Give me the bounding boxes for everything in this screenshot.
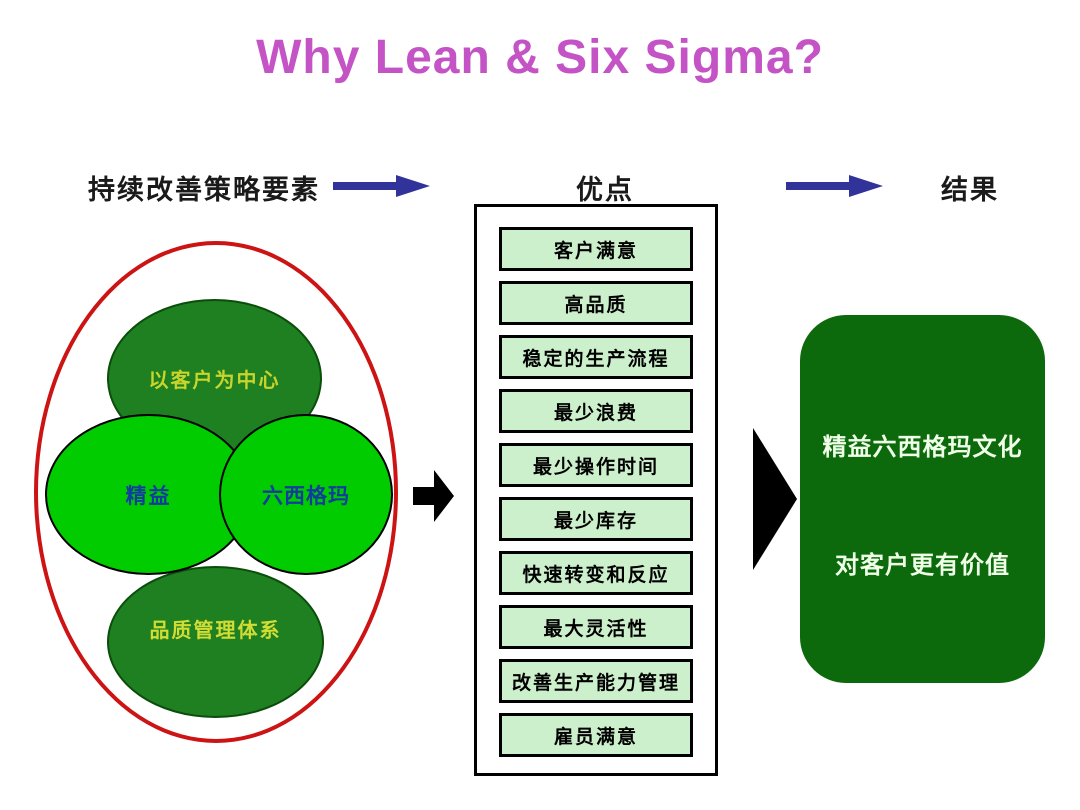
venn-label-quality-system: 品质管理体系 (149, 620, 282, 642)
venn-ellipse-six-sigma: 六西格玛 (219, 414, 393, 575)
benefit-item: 最少操作时间 (499, 443, 693, 487)
venn-label-lean: 精益 (125, 483, 172, 508)
header-strategy-elements: 持续改善策略要素 (88, 175, 320, 205)
venn-ellipse-lean: 精益 (45, 414, 252, 575)
header-results: 结果 (941, 175, 999, 205)
benefit-item: 最少浪费 (499, 389, 693, 433)
benefit-item: 高品质 (499, 281, 693, 325)
benefit-item: 稳定的生产流程 (499, 335, 693, 379)
benefit-item: 改善生产能力管理 (499, 659, 693, 703)
venn-label-customer-centric: 以客户为中心 (148, 370, 281, 392)
arrow-right-icon (786, 175, 883, 197)
benefit-item: 最少库存 (499, 497, 693, 541)
benefit-item: 快速转变和反应 (499, 551, 693, 595)
benefit-item: 雇员满意 (499, 713, 693, 757)
page-title: Why Lean & Six Sigma? (256, 31, 824, 84)
benefit-item: 最大灵活性 (499, 605, 693, 649)
red-ellipse-outline (34, 241, 398, 743)
arrow-right-icon (333, 175, 430, 197)
results-panel: 精益六西格玛文化 对客户更有价值 (800, 315, 1045, 683)
result-line-culture: 精益六西格玛文化 (822, 435, 1023, 461)
venn-label-six-sigma: 六西格玛 (262, 483, 350, 508)
header-benefits: 优点 (576, 175, 634, 205)
benefit-item: 客户满意 (499, 227, 693, 271)
benefits-panel: 客户满意 高品质 稳定的生产流程 最少浪费 最少操作时间 最少库存 快速转变和反… (474, 204, 718, 776)
triangle-right-icon (753, 428, 797, 570)
venn-ellipse-quality-system: 品质管理体系 (107, 566, 324, 718)
result-line-customer-value: 对客户更有价值 (835, 553, 1010, 579)
arrow-right-icon (413, 470, 454, 522)
